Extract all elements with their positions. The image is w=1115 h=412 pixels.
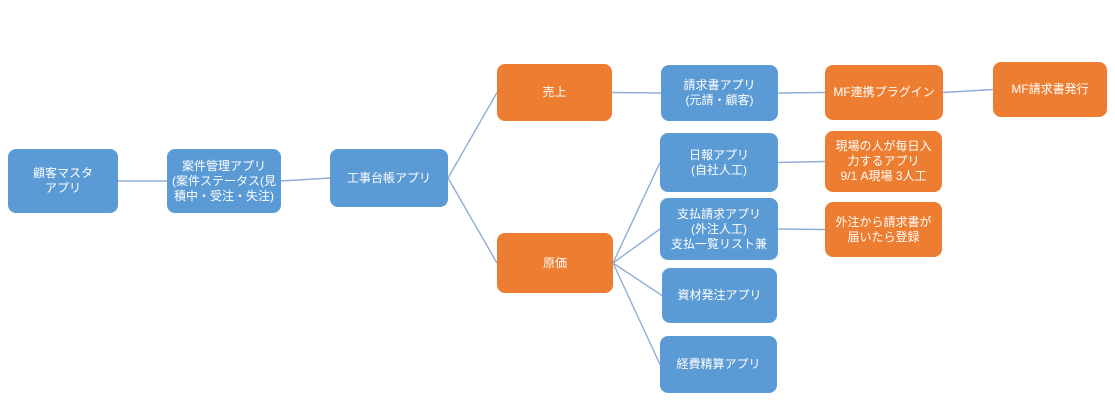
node-label-site-daily-input-note: 現場の人が毎日入 力するアプリ 9/1 A現場 3人工 bbox=[835, 139, 932, 183]
connector-cost--expense-settlement bbox=[612, 262, 661, 365]
connector-cost--payment-request bbox=[612, 228, 661, 264]
connector-cost--daily-report bbox=[612, 162, 661, 264]
node-daily-report: 日報アプリ (自社人工) bbox=[660, 133, 778, 192]
connector-construction-ledger--sales bbox=[447, 92, 498, 179]
node-label-expense-settlement: 経費精算アプリ bbox=[676, 357, 761, 371]
connector-mf-plugin--mf-invoice-issue bbox=[942, 88, 994, 94]
node-subcontractor-note: 外注から請求書が 届いたら登録 bbox=[825, 202, 942, 257]
node-label-mf-invoice-issue: MF請求書発行 bbox=[1011, 82, 1089, 96]
node-sales: 売上 bbox=[497, 64, 612, 121]
node-label-cost: 原価 bbox=[542, 255, 567, 270]
node-invoice-app: 請求書アプリ (元請・顧客) bbox=[661, 65, 778, 121]
node-customer-master: 顧客マスタ アプリ bbox=[8, 149, 118, 213]
connector-invoice-app--mf-plugin bbox=[777, 91, 826, 94]
node-payment-request: 支払請求アプリ (外注人工) 支払一覧リスト兼 bbox=[660, 198, 778, 260]
node-expense-settlement: 経費精算アプリ bbox=[660, 336, 777, 393]
node-case-management: 案件管理アプリ (案件ステータス(見 積中・受注・失注) bbox=[167, 149, 281, 213]
node-site-daily-input-note: 現場の人が毎日入 力するアプリ 9/1 A現場 3人工 bbox=[825, 131, 942, 192]
node-label-invoice-app: 請求書アプリ (元請・顧客) bbox=[683, 78, 756, 107]
node-cost: 原価 bbox=[497, 233, 613, 293]
connector-case-management--construction-ledger bbox=[280, 177, 331, 182]
node-label-material-order: 資材発注アプリ bbox=[677, 288, 762, 302]
node-mf-plugin: MF連携プラグイン bbox=[825, 65, 943, 120]
node-label-customer-master: 顧客マスタ アプリ bbox=[32, 166, 93, 195]
node-construction-ledger: 工事台帳アプリ bbox=[330, 149, 448, 207]
node-label-case-management: 案件管理アプリ (案件ステータス(見 積中・受注・失注) bbox=[172, 158, 276, 203]
node-label-sales: 売上 bbox=[542, 85, 567, 99]
connector-construction-ledger--cost bbox=[447, 177, 498, 264]
node-label-construction-ledger: 工事台帳アプリ bbox=[346, 170, 431, 185]
node-label-payment-request: 支払請求アプリ (外注人工) 支払一覧リスト兼 bbox=[670, 206, 767, 251]
connector-cost--material-order bbox=[612, 262, 663, 297]
connector-payment-request--subcontractor-note bbox=[777, 228, 826, 231]
node-label-subcontractor-note: 外注から請求書が 届いたら登録 bbox=[835, 214, 932, 244]
connector-daily-report--site-daily-input-note bbox=[777, 160, 826, 164]
node-mf-invoice-issue: MF請求書発行 bbox=[993, 62, 1107, 117]
connector-sales--invoice-app bbox=[611, 91, 662, 94]
node-label-mf-plugin: MF連携プラグイン bbox=[833, 85, 935, 99]
node-material-order: 資材発注アプリ bbox=[662, 268, 777, 323]
node-label-daily-report: 日報アプリ (自社人工) bbox=[688, 147, 749, 177]
